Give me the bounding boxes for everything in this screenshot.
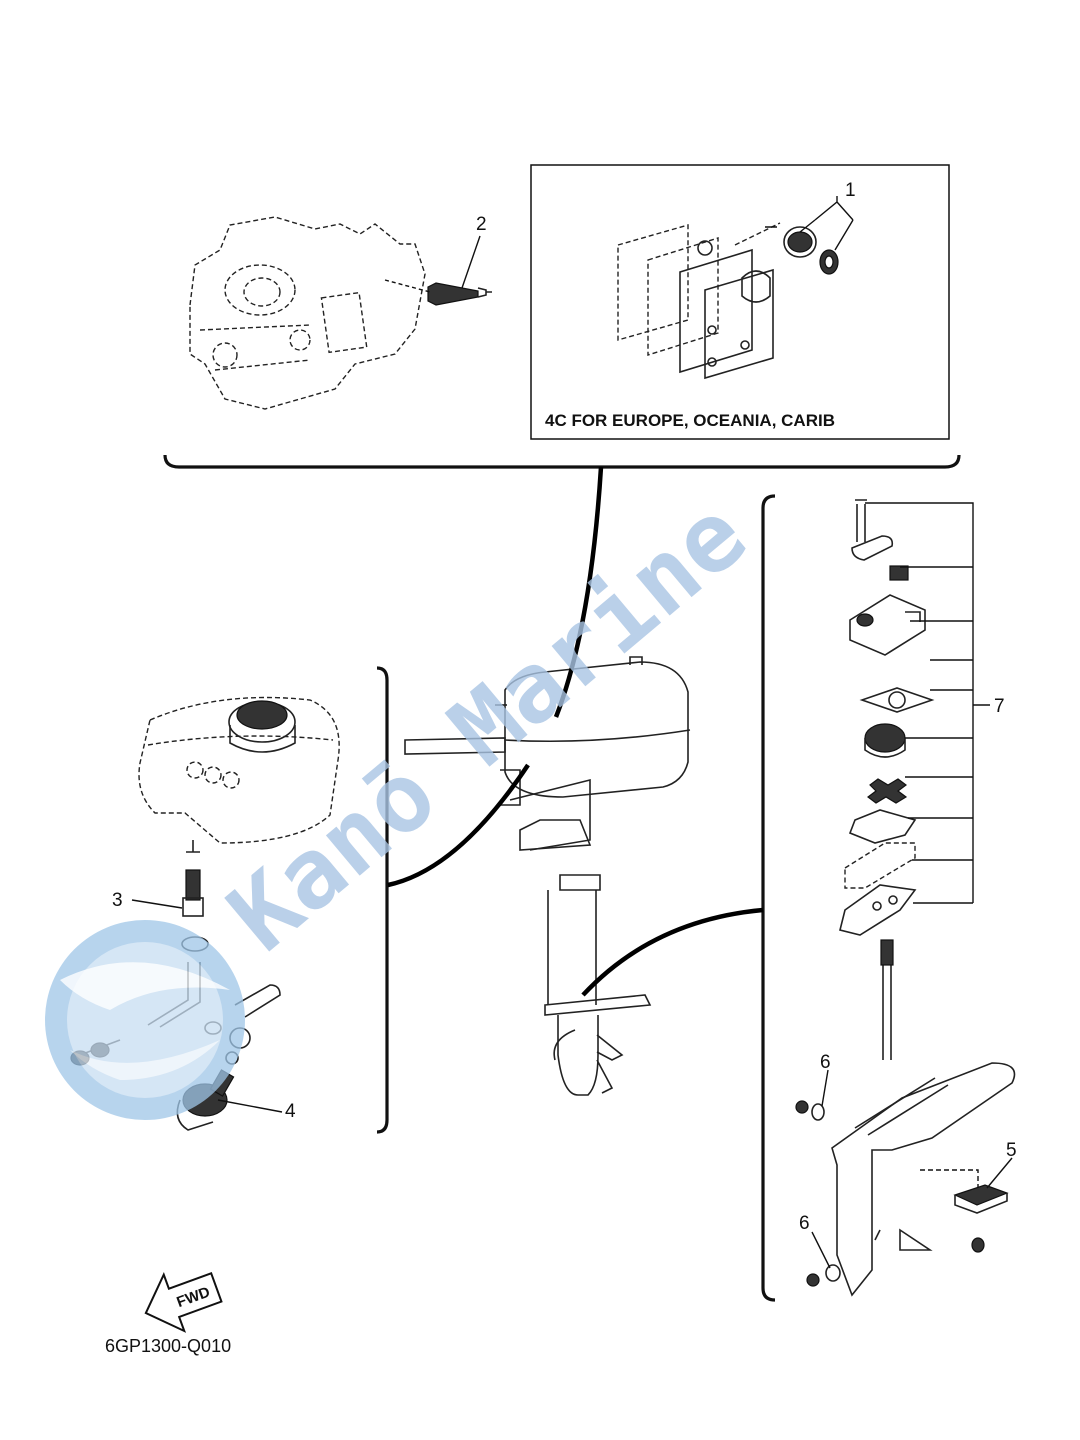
- water-pump-kit: [839, 499, 935, 1060]
- region-caption: 4C FOR EUROPE, OCEANIA, CARIB: [545, 411, 835, 430]
- fuel-tank: [138, 696, 340, 853]
- leader-4: [217, 1099, 283, 1113]
- outboard-motor: [404, 656, 691, 1096]
- diagram-code: 6GP1300-Q010: [105, 1336, 231, 1356]
- leader-2: [461, 235, 481, 289]
- lower-unit: [831, 1062, 1016, 1297]
- leader-1: [765, 196, 854, 228]
- callout-2: 2: [476, 214, 487, 235]
- leader-3: [131, 899, 183, 909]
- fwd-arrow-icon: FWD: [144, 1272, 223, 1333]
- right-bracket: [761, 494, 776, 1302]
- leader-6-lower: [811, 1231, 831, 1269]
- callout-7: 7: [994, 696, 1005, 717]
- callout-5: 5: [1006, 1140, 1017, 1161]
- callout-3: 3: [112, 890, 123, 911]
- fuel-joint-3: [182, 869, 204, 917]
- left-bracket: [376, 666, 389, 1134]
- callout-4: 4: [285, 1101, 296, 1122]
- logo-watermark: [45, 920, 245, 1120]
- top-bracket: [163, 454, 961, 469]
- leader-6-upper: [821, 1069, 829, 1107]
- spark-plug: [427, 282, 492, 306]
- callout-6-lower: 6: [799, 1213, 810, 1234]
- bolt-6-lower: [806, 1264, 841, 1287]
- engine-block: [189, 216, 426, 410]
- region-box: [530, 164, 950, 440]
- anode-5: [953, 1184, 1009, 1253]
- connector-right: [581, 907, 764, 997]
- connector-top: [553, 466, 604, 718]
- callout-1: 1: [845, 180, 856, 201]
- thermostat-gasket-stack: [617, 224, 774, 380]
- bolt-6-upper: [795, 1100, 825, 1121]
- leader-5: [986, 1157, 1013, 1189]
- connector-left: [387, 763, 530, 888]
- callout-6-upper: 6: [820, 1052, 831, 1073]
- leader-7: [865, 502, 990, 904]
- thermostat-part: [734, 222, 839, 275]
- watermark-text: Kanō Marine: [208, 478, 767, 972]
